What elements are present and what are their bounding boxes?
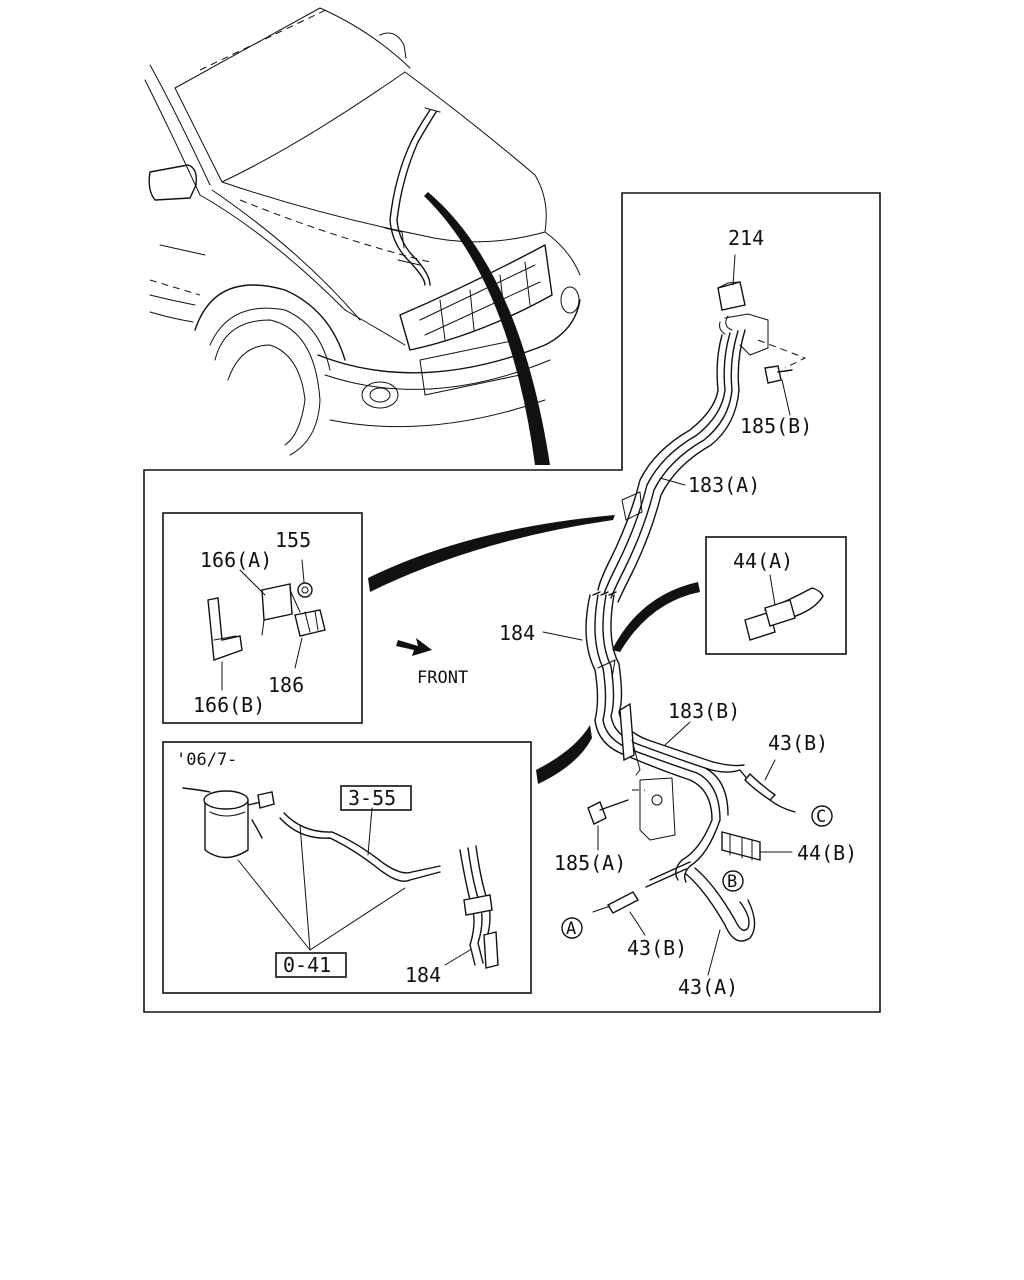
inset-44a: [705, 536, 847, 655]
callout-swoosh-vehicle: [424, 192, 550, 465]
part-43b-top-hose: [744, 759, 796, 813]
connector-c-circle: [811, 805, 833, 827]
label-166a: 166(A): [200, 548, 272, 572]
label-date-range: '06/7-: [176, 750, 237, 770]
callout-swoosh-filter: [536, 725, 592, 784]
label-front: FRONT: [417, 668, 468, 688]
part-44b-clamp: [721, 831, 793, 861]
label-connector-c: C: [816, 807, 826, 827]
label-184-inset: 184: [405, 963, 441, 987]
label-43b-bottom: 43(B): [627, 936, 687, 960]
part-185b-bolt: [764, 365, 793, 416]
label-43a: 43(A): [678, 975, 738, 999]
connector-a-circle: [561, 917, 583, 939]
main-fuel-line-assembly: [585, 313, 807, 888]
label-connector-b: B: [727, 872, 737, 892]
label-155: 155: [275, 528, 311, 552]
ref-box-3-55: [340, 785, 412, 811]
part-43b-bottom-hose: [592, 891, 646, 936]
part-43a-curved-hose: [685, 867, 756, 976]
callout-swoosh-44a: [612, 582, 700, 652]
label-44a: 44(A): [733, 549, 793, 573]
ref-box-0-41: [275, 952, 347, 978]
part-214-cap: [717, 254, 746, 311]
label-44b: 44(B): [797, 841, 857, 865]
label-166b: 166(B): [193, 693, 265, 717]
leader-lines: [542, 477, 691, 746]
connector-b-circle: [722, 870, 744, 892]
label-186: 186: [268, 673, 304, 697]
label-214: 214: [728, 226, 764, 250]
label-185a: 185(A): [554, 851, 626, 875]
inset-fuel-filter: [162, 741, 532, 994]
label-183b: 183(B): [668, 699, 740, 723]
label-ref-3-55: 3-55: [348, 786, 396, 810]
front-direction-arrow: [396, 638, 432, 656]
label-185b: 185(B): [740, 414, 812, 438]
label-184-main: 184: [499, 621, 535, 645]
callout-swoosh-bracket: [368, 515, 615, 592]
main-frame-border: [143, 192, 881, 1013]
part-185a-bolt: [587, 799, 629, 851]
label-183a: 183(A): [688, 473, 760, 497]
vehicle-front-illustration: [144, 7, 581, 456]
label-ref-0-41: 0-41: [283, 953, 331, 977]
label-connector-a: A: [566, 919, 576, 939]
label-43b-top: 43(B): [768, 731, 828, 755]
inset-brackets: [162, 512, 363, 724]
